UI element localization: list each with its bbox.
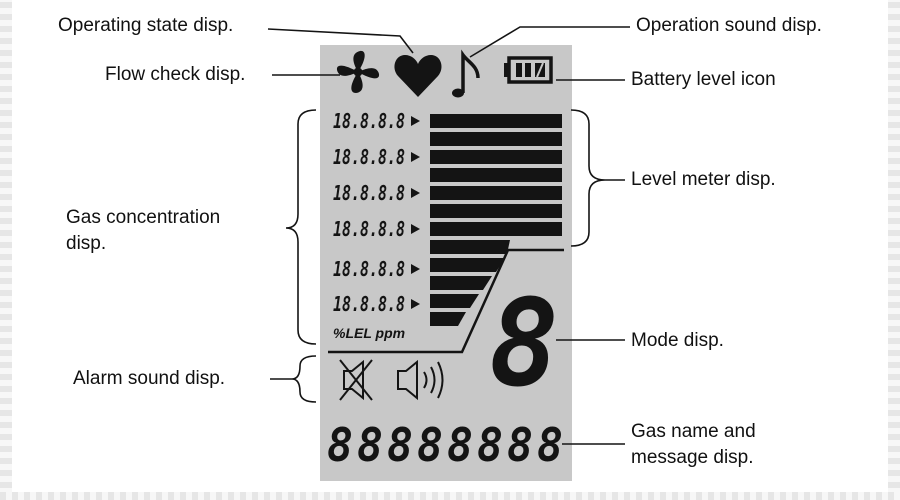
label-battery-level: Battery level icon (631, 69, 776, 90)
digit-row-1: 18.8.8.8 (333, 109, 405, 133)
digit-row-2: 18.8.8.8 (333, 145, 405, 169)
left-border-pattern (0, 0, 12, 500)
brace-alarm-sound (291, 355, 317, 403)
level-meter (430, 114, 562, 326)
right-border-pattern (888, 0, 900, 500)
label-gas-name-line1: Gas name and (631, 421, 756, 442)
digit-row-3: 18.8.8.8 (333, 181, 405, 205)
digit-row-6: 18.8.8.8 (333, 292, 405, 316)
label-gas-concentration-line2: disp. (66, 233, 107, 254)
label-flow-check: Flow check disp. (105, 64, 246, 85)
label-operation-sound: Operation sound disp. (636, 15, 822, 36)
speaker-sound-icon (397, 359, 444, 401)
label-gas-name-line2: message disp. (631, 447, 754, 468)
message-char-5: 8 (447, 418, 473, 472)
message-char-6: 8 (477, 418, 503, 472)
row-arrows (411, 116, 420, 309)
bottom-border-pattern (0, 492, 900, 500)
message-char-2: 8 (357, 418, 383, 472)
music-note-icon (452, 49, 480, 98)
label-level-meter: Level meter disp. (631, 169, 776, 190)
message-char-3: 8 (387, 418, 413, 472)
fan-icon (336, 50, 380, 93)
digit-row-5: 18.8.8.8 (333, 257, 405, 281)
leader-lines (267, 26, 630, 445)
brace-gas-concentration (285, 109, 317, 345)
gas-name-message-chars: 8 8 8 8 8 8 8 8 (327, 418, 563, 472)
message-char-4: 8 (417, 418, 443, 472)
message-char-7: 8 (507, 418, 533, 472)
brace-level-meter (570, 109, 606, 247)
label-alarm-sound: Alarm sound disp. (73, 368, 226, 389)
units-label: %LEL ppm (333, 325, 405, 341)
leader-operating-state (267, 28, 414, 54)
braces (285, 109, 625, 403)
label-gas-concentration-line1: Gas concentration (66, 207, 221, 228)
mode-separator-line (328, 248, 564, 354)
speaker-muted-icon (339, 359, 373, 401)
mode-digit: 8 (489, 275, 559, 414)
leader-operation-sound (469, 26, 630, 58)
message-char-8: 8 (537, 418, 563, 472)
label-operating-state: Operating state disp. (58, 15, 234, 36)
label-mode: Mode disp. (631, 330, 724, 351)
message-char-1: 8 (327, 418, 353, 472)
heart-icon (394, 55, 442, 97)
gas-concentration-digits: 18.8.8.8 18.8.8.8 18.8.8.8 18.8.8.8 18.8… (333, 109, 405, 316)
battery-icon (504, 56, 553, 84)
digit-row-4: 18.8.8.8 (333, 217, 405, 241)
